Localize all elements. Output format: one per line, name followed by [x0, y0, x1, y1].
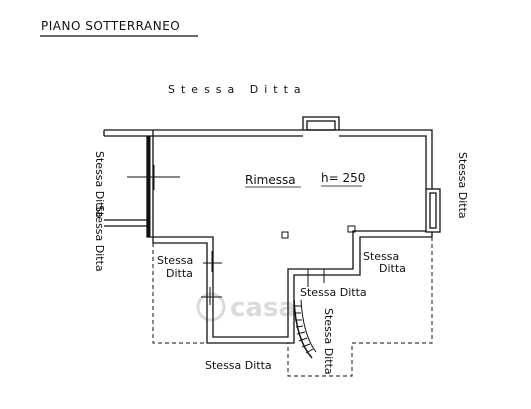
pillar-icon — [281, 231, 289, 239]
label-stair-neighbour: Stessa Ditta — [300, 286, 367, 299]
label-inner-right-2: Ditta — [379, 262, 406, 275]
label-bottom-neighbour: Stessa Ditta — [205, 359, 272, 372]
main-walls — [103, 129, 433, 344]
top-window — [302, 116, 340, 131]
watermark-text: casa — [230, 293, 296, 323]
wall-marks — [127, 165, 356, 305]
right-window — [425, 188, 441, 233]
label-inner-left-1: Stessa — [157, 254, 193, 267]
spiral-stair-icon — [293, 299, 317, 359]
watermark-logo-icon — [196, 292, 226, 322]
label-inner-right-1: Stessa — [363, 250, 399, 263]
label-right-neighbour: Stessa Ditta — [456, 152, 469, 219]
label-stair-side-neighbour: Stessa Ditta — [322, 308, 335, 375]
label-left-lower-neighbour: Stessa Ditta — [93, 205, 106, 272]
watermark: casa — [196, 292, 296, 323]
label-left-neighbour: Stessa Ditta — [93, 151, 106, 218]
label-inner-left-2: Ditta — [166, 267, 193, 280]
room-name: Rimessa — [245, 173, 296, 187]
plan-title: PIANO SOTTERRANEO — [41, 19, 180, 33]
room-height: h= 250 — [321, 171, 365, 185]
dashed-boundaries — [152, 237, 433, 377]
label-top-neighbour: Stessa Ditta — [168, 83, 307, 96]
